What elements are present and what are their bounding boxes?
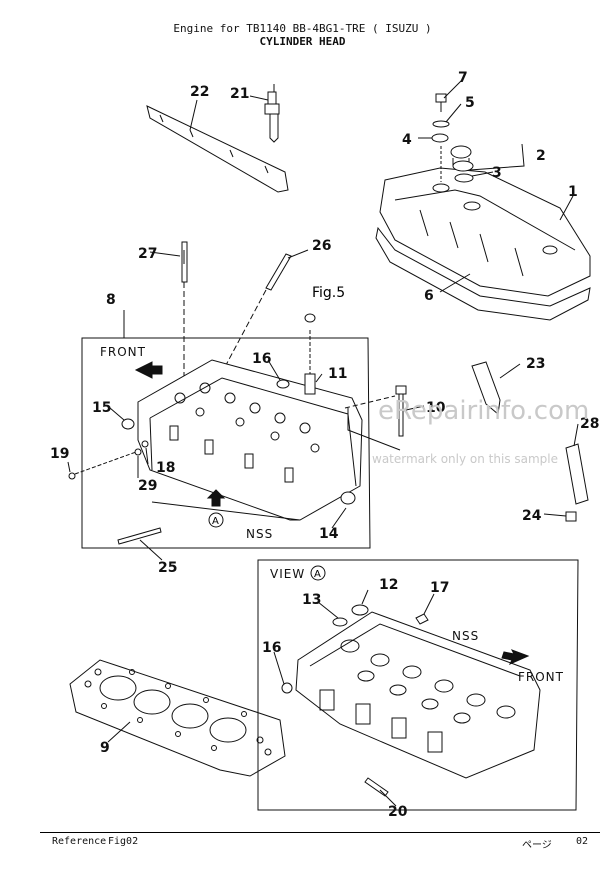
part-12-seal (351, 604, 369, 616)
nss-label-upper: NSS (246, 527, 273, 541)
callout-23: 23 (526, 356, 545, 372)
footer-page-number: 02 (576, 836, 589, 847)
part-22-bracket (146, 105, 289, 193)
callout-17: 17 (430, 580, 449, 596)
circle-a-label: A (212, 516, 219, 527)
callout-16-lower: 16 (262, 640, 281, 656)
part-17-plug (415, 613, 429, 625)
callout-19: 19 (50, 446, 69, 462)
callout-25: 25 (158, 560, 177, 576)
fig-ref-label: Fig.5 (312, 285, 345, 301)
view-a-label: VIEW (270, 567, 305, 581)
part-16-plug-upper (276, 379, 290, 389)
front-label-lower: FRONT (518, 670, 564, 684)
page-header: Engine for TB1140 BB-4BG1-TRE ( ISUZU ) … (0, 22, 605, 48)
part-25-stud (117, 527, 162, 545)
cylinder-head-lower (295, 611, 541, 779)
callout-9: 9 (100, 740, 110, 756)
part-6-gasket (375, 226, 591, 321)
part-8-assembly-box (81, 310, 371, 549)
watermark-main: eRepairinfo.com (378, 396, 590, 426)
callout-26: 26 (312, 238, 331, 254)
callout-10: 10 (426, 400, 446, 416)
callout-20: 20 (388, 804, 408, 820)
part-4-seal (431, 133, 449, 143)
part-10-bolt (395, 385, 407, 437)
header-section-title: CYLINDER HEAD (259, 35, 346, 48)
callout-11: 11 (328, 366, 347, 382)
watermark-sub: watermark only on this sample (372, 452, 559, 466)
callout-15: 15 (92, 400, 111, 416)
callout-24: 24 (522, 508, 542, 524)
callout-14: 14 (319, 526, 339, 542)
front-arrow-lower-icon (501, 649, 530, 666)
callout-13: 13 (302, 592, 321, 608)
footer-figure: Fig02 (108, 836, 139, 847)
callout-27: 27 (138, 246, 157, 262)
footer-page-label: ページ (522, 840, 552, 851)
part-16-plug-lower (281, 682, 293, 694)
callout-18: 18 (156, 460, 175, 476)
callout-4: 4 (402, 132, 412, 148)
part-7-bolt (435, 93, 447, 112)
callout-21: 21 (230, 86, 249, 102)
part-20-stud (364, 777, 389, 797)
callout-8: 8 (106, 292, 116, 308)
header-engine-line: Engine for TB1140 BB-4BG1-TRE ( ISUZU ) (173, 22, 432, 35)
nss-label-lower: NSS (452, 629, 479, 643)
callout-2: 2 (536, 148, 546, 164)
callout-16-upper: 16 (252, 351, 271, 367)
view-direction-arrow-icon (206, 489, 226, 507)
footer-reference: Reference (52, 836, 107, 847)
cylinder-head-upper (137, 359, 363, 521)
part-2-oil-cap (450, 145, 474, 172)
callout-28: 28 (580, 416, 599, 432)
part-14-seal (340, 491, 356, 505)
callout-3: 3 (492, 165, 502, 181)
callout-7: 7 (458, 70, 468, 86)
view-a-circle-label: A (314, 569, 321, 580)
callout-12: 12 (379, 577, 398, 593)
callout-29: 29 (138, 478, 157, 494)
part-23-bracket (471, 361, 501, 415)
view-a-box (257, 559, 579, 811)
front-arrow-icon (134, 361, 163, 379)
callout-6: 6 (424, 288, 434, 304)
page-footer: Reference Fig02 ページ 02 (40, 832, 600, 851)
callout-22: 22 (190, 84, 209, 100)
part-3-o-ring (454, 173, 474, 183)
part-15-plug (121, 418, 135, 430)
part-9-head-gasket (69, 659, 286, 777)
part-13-seal (332, 617, 348, 627)
part-24-bolt (565, 511, 577, 522)
part-21-glow-plug (264, 84, 280, 143)
front-label-upper: FRONT (100, 345, 146, 359)
part-5-washer (432, 120, 450, 128)
callout-5: 5 (465, 95, 475, 111)
callout-1: 1 (568, 184, 578, 200)
part-11-sleeve (304, 373, 316, 395)
part-28-bracket (565, 443, 589, 505)
part-1-valve-cover (379, 167, 591, 297)
